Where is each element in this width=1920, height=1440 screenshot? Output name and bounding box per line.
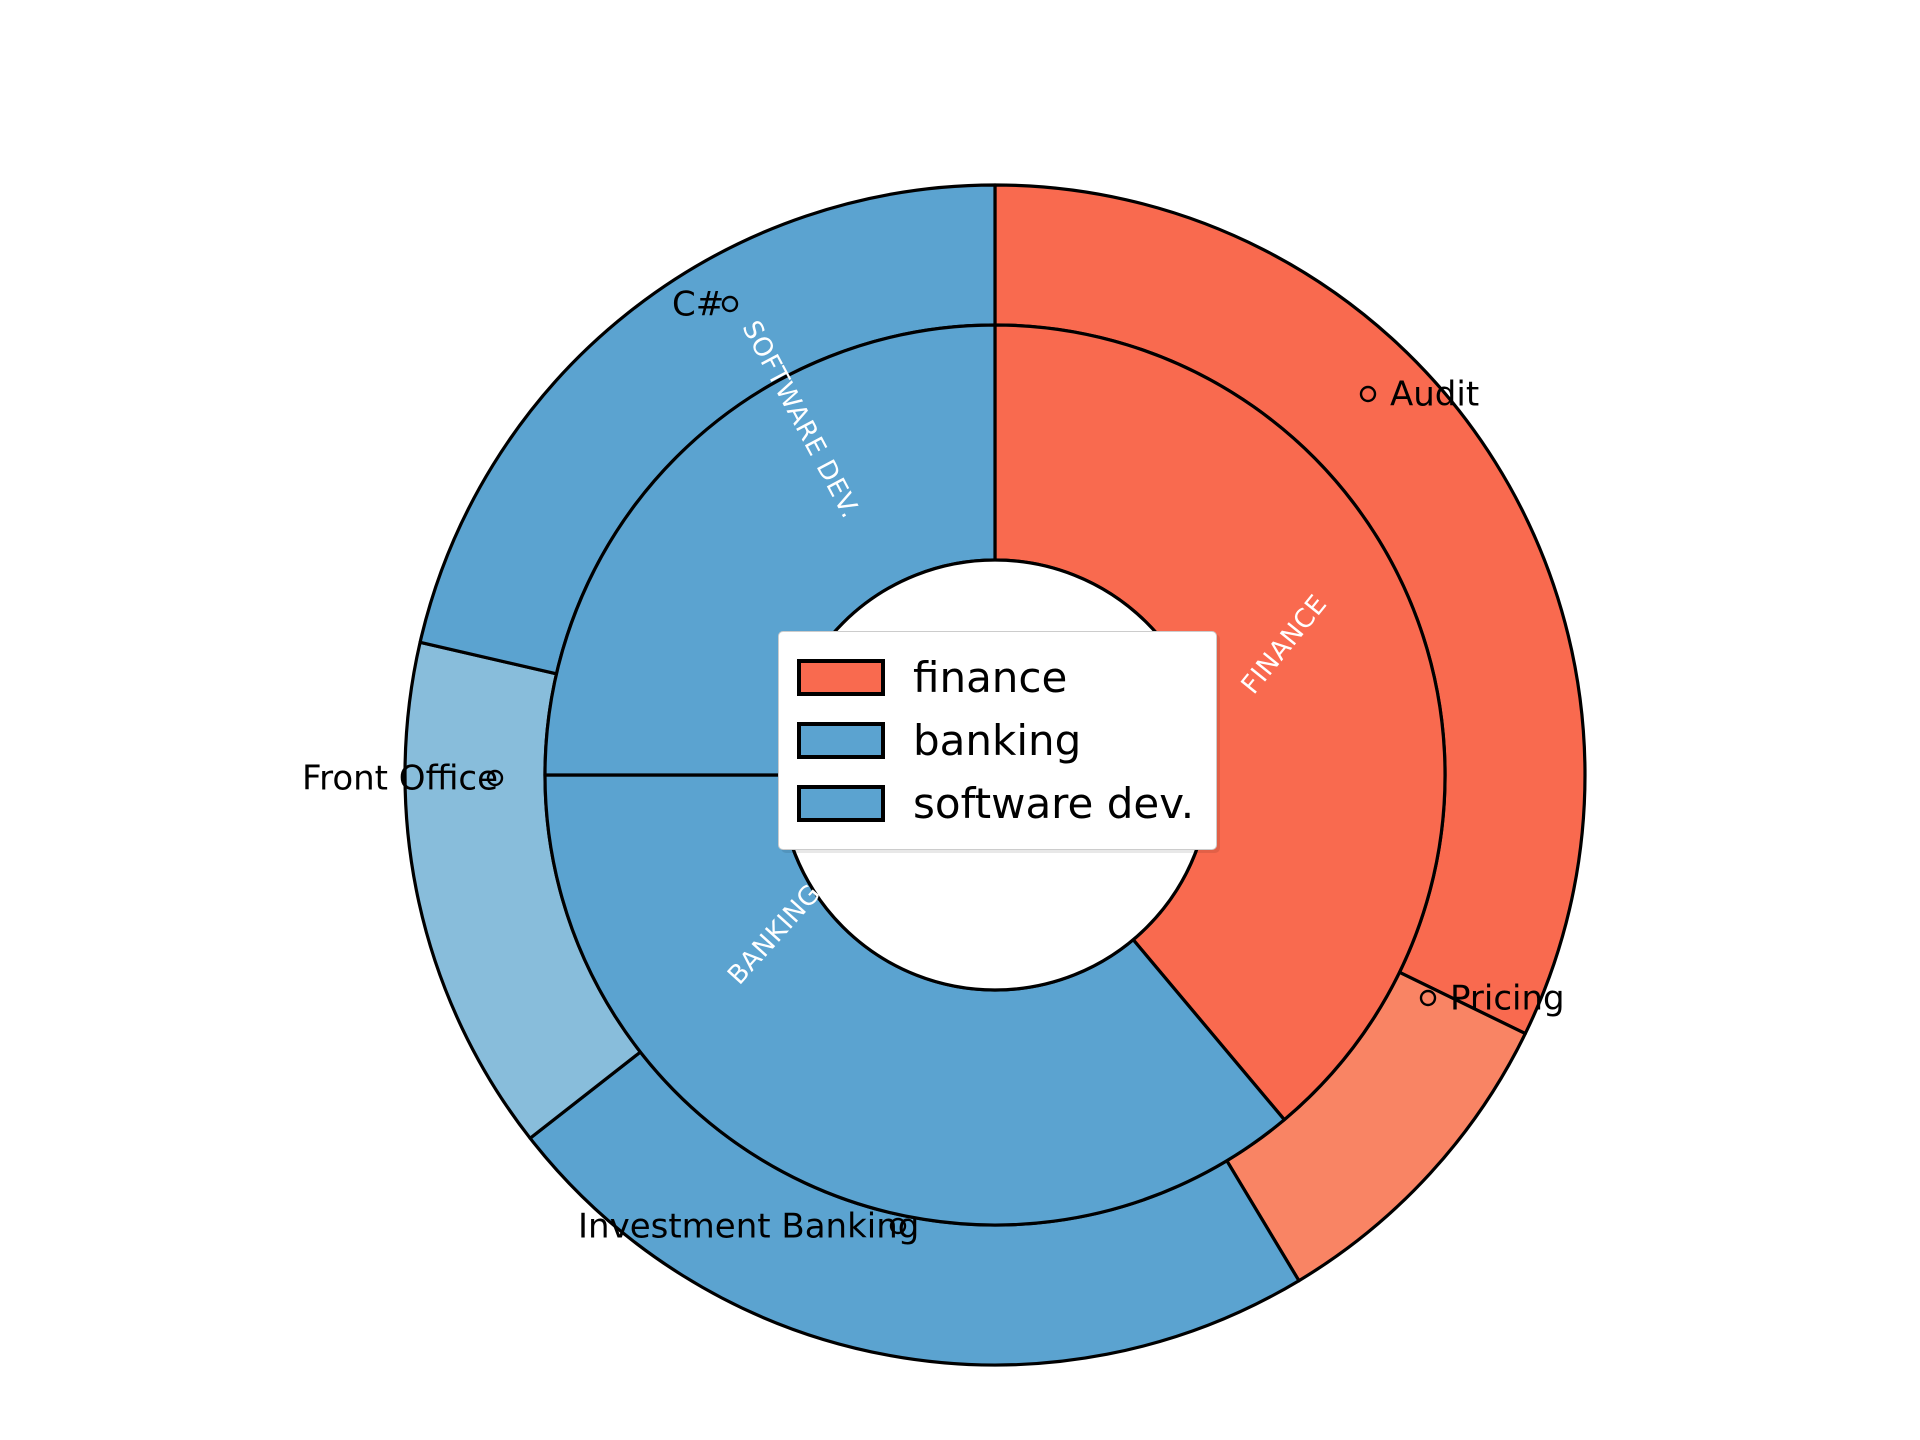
outer-ring-group [403,183,1587,1367]
outer-label-csharp: C# [672,285,724,325]
legend-label-software-dev: software dev. [913,778,1195,828]
outer-ring-labels: C# Audit Pricing Front Office Investment… [302,285,1565,1247]
outer-label-pricing: Pricing [1450,979,1565,1019]
outer-label-marker-pricing [1419,989,1437,1007]
legend-label-finance: finance [913,652,1068,702]
chart-legend: finance banking software dev. [778,631,1218,850]
legend-item-finance[interactable]: finance [797,646,1194,709]
outer-label-marker-front-office [486,769,504,787]
legend-label-banking: banking [913,715,1082,765]
legend-swatch-banking [797,722,885,759]
outer-label-front-office: Front Office [302,759,498,799]
outer-label-marker-csharp [721,295,739,313]
outer-label-marker-audit [1359,385,1377,403]
outer-label-marker-investment-banking [889,1217,907,1235]
legend-swatch-software-dev [797,785,885,822]
outer-label-investment-banking: Investment Banking [578,1207,919,1247]
legend-item-banking[interactable]: banking [797,709,1194,772]
legend-swatch-finance [797,659,885,696]
outer-label-audit: Audit [1390,375,1479,415]
legend-item-software-dev[interactable]: software dev. [797,772,1194,835]
